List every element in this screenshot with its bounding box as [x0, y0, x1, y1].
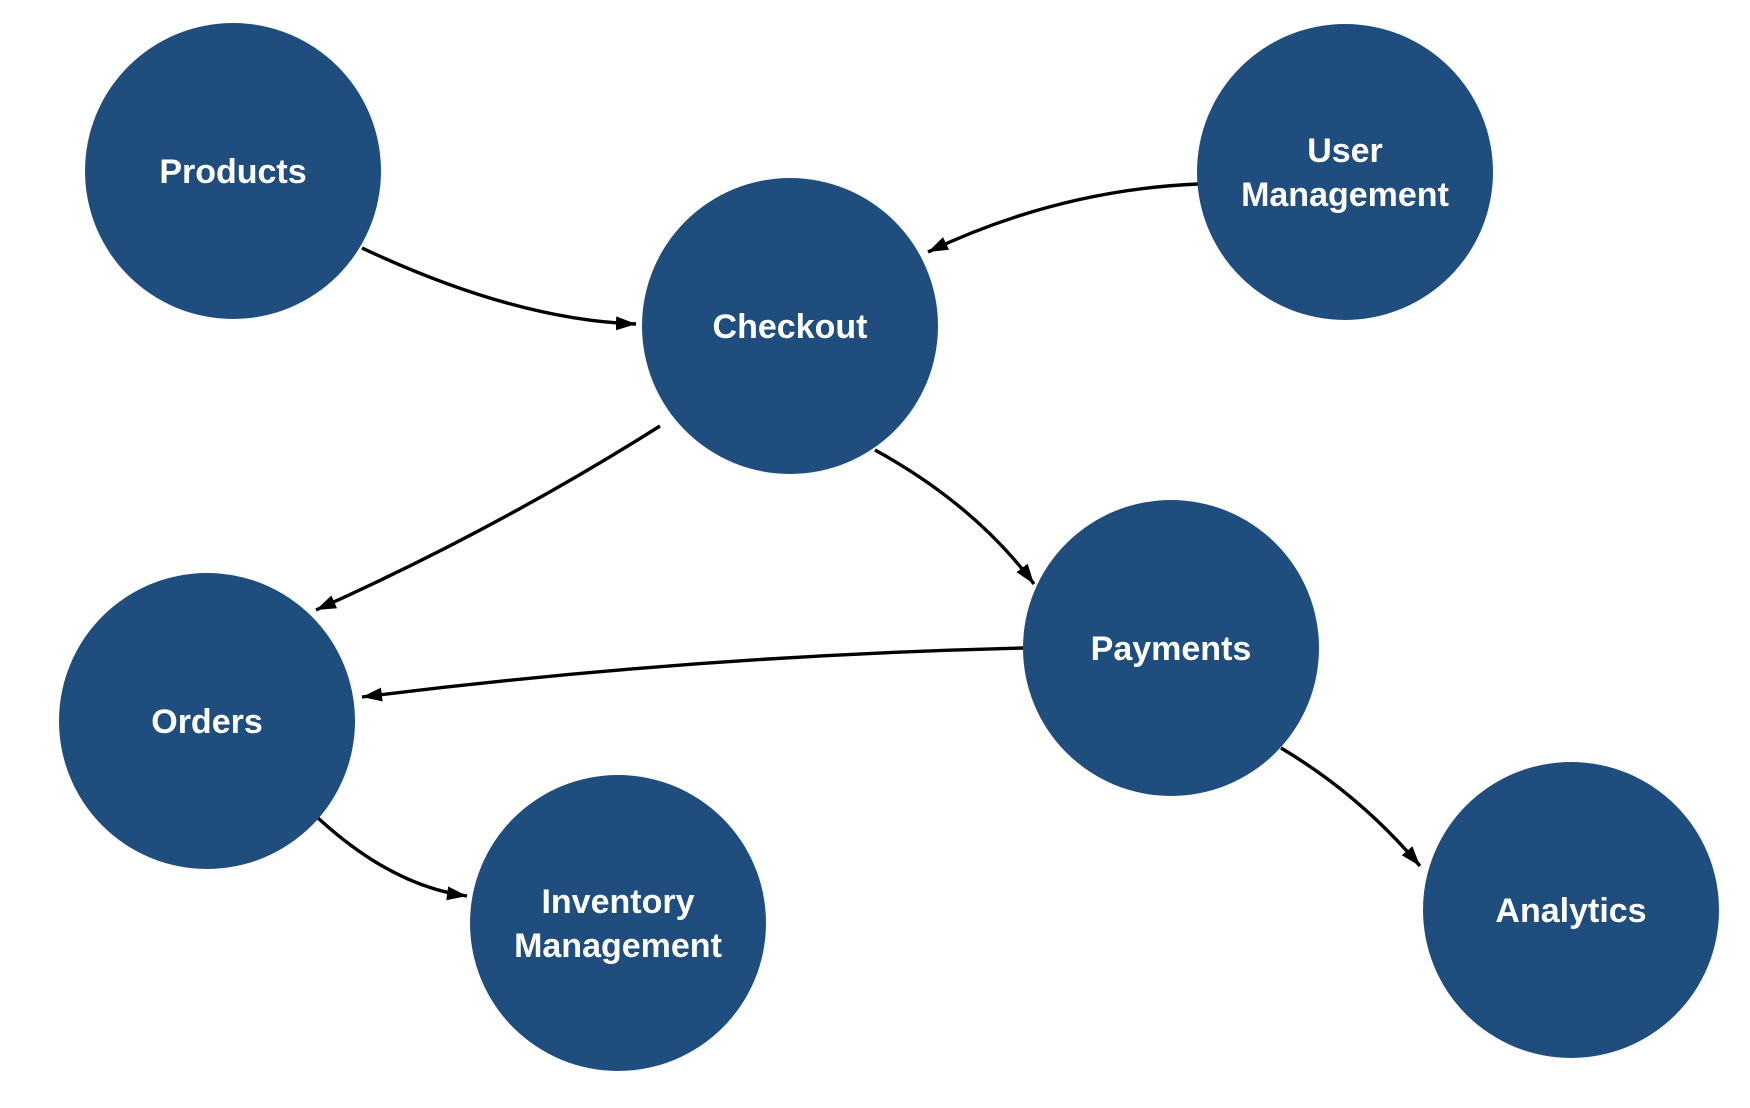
node-circle-payments[interactable] — [1023, 500, 1319, 796]
node-circle-analytics[interactable] — [1423, 762, 1719, 1058]
edge-checkout-to-orders — [315, 424, 661, 612]
edge-payments-to-analytics — [1280, 746, 1422, 868]
node-analytics[interactable]: Analytics — [1423, 762, 1719, 1058]
node-payments[interactable]: Payments — [1023, 500, 1319, 796]
edge-checkout-to-payments — [874, 448, 1036, 586]
edge-user-management-to-checkout — [927, 182, 1199, 254]
edge-payments-to-orders — [361, 646, 1024, 702]
node-circle-orders[interactable] — [59, 573, 355, 869]
node-circle-products[interactable] — [85, 23, 381, 319]
node-circle-checkout[interactable] — [642, 178, 938, 474]
node-checkout[interactable]: Checkout — [642, 178, 938, 474]
node-circle-user-management[interactable] — [1197, 24, 1493, 320]
node-products[interactable]: Products — [85, 23, 381, 319]
node-circle-inventory-management[interactable] — [470, 775, 766, 1071]
edge-orders-to-inventory-management — [316, 816, 468, 901]
edge-products-to-checkout — [361, 246, 637, 331]
node-orders[interactable]: Orders — [59, 573, 355, 869]
